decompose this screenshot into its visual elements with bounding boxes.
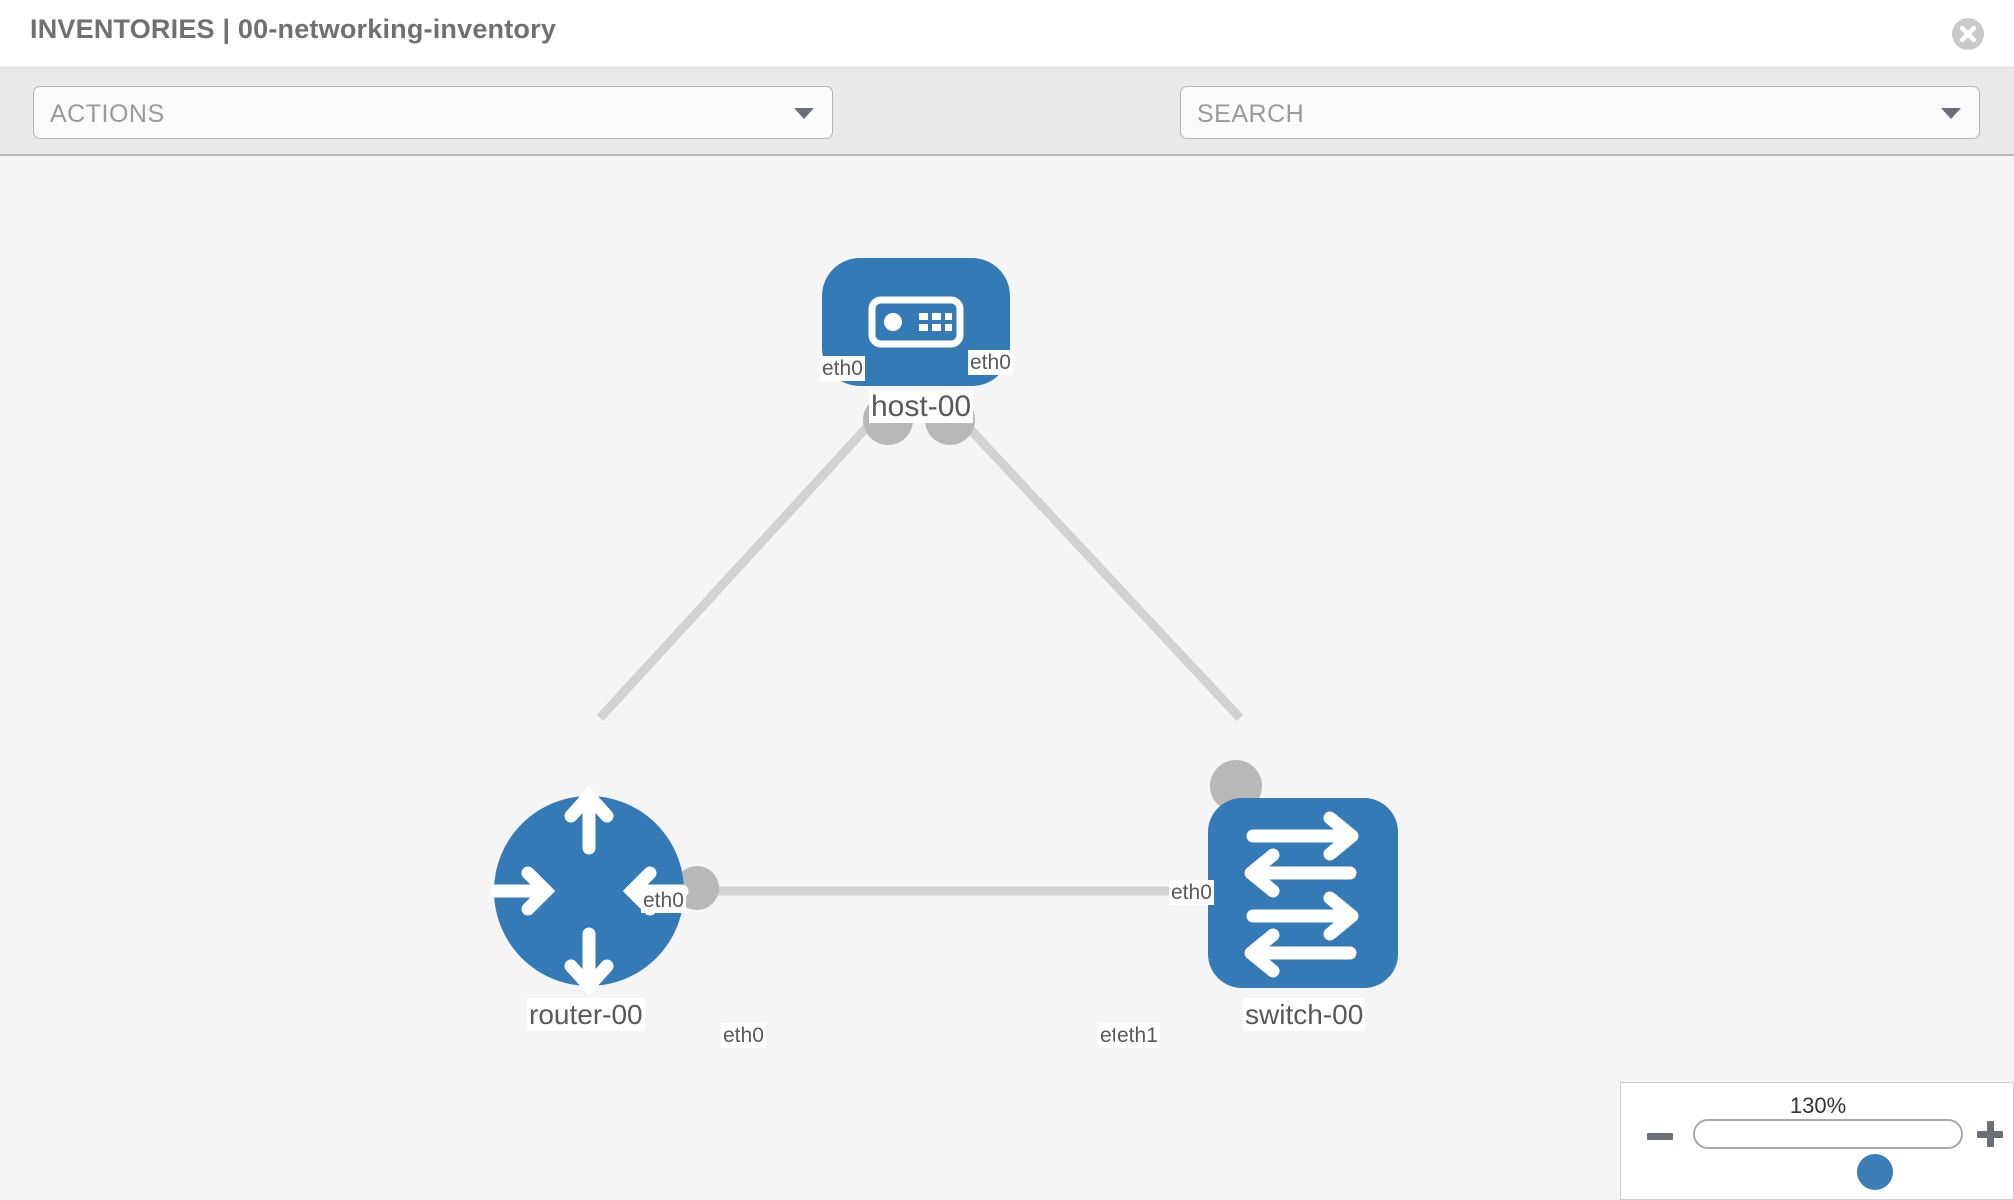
topology-links xyxy=(596,409,1244,896)
edge-label-router-eth0-up: eth0 xyxy=(641,888,686,913)
search-input-label: SEARCH xyxy=(1197,100,1305,128)
chevron-down-icon xyxy=(1941,108,1961,119)
page-header: INVENTORIES | 00-networking-inventory xyxy=(0,0,2014,68)
search-dropdown[interactable]: SEARCH xyxy=(1180,86,1980,139)
node-label-host-00: host-00 xyxy=(869,390,974,423)
edge-label-router-eth0-right: eth0 xyxy=(721,1023,766,1048)
zoom-level-value: 130% xyxy=(1789,1093,1847,1118)
chevron-down-icon xyxy=(794,108,814,119)
edge-label-host-eth0-left: eth0 xyxy=(820,356,865,381)
toolbar: ACTIONS SEARCH xyxy=(0,68,2014,197)
node-label-router-00: router-00 xyxy=(527,998,645,1031)
edge-label-host-eth0-right: eth0 xyxy=(968,350,1013,375)
topology-graph xyxy=(489,258,1398,996)
actions-dropdown[interactable]: ACTIONS xyxy=(33,86,833,139)
edge-label-switch-eth1: eth1 xyxy=(1115,1023,1160,1048)
plus-icon[interactable] xyxy=(1977,1121,2003,1147)
node-router-00[interactable] xyxy=(489,786,689,996)
zoom-slider-handle[interactable] xyxy=(1857,1154,1893,1190)
zoom-control-panel: 130% xyxy=(1620,1082,2014,1200)
port-router-eth0-right[interactable] xyxy=(675,866,719,910)
node-switch-00[interactable] xyxy=(1208,798,1398,988)
actions-dropdown-label: ACTIONS xyxy=(50,100,165,128)
page-title: INVENTORIES | 00-networking-inventory xyxy=(30,14,557,44)
node-label-switch-00: switch-00 xyxy=(1243,998,1366,1031)
close-icon[interactable] xyxy=(1950,16,1986,52)
edge-label-switch-eth0-up: eth0 xyxy=(1169,880,1214,905)
minus-icon[interactable] xyxy=(1647,1133,1673,1140)
node-host-00[interactable] xyxy=(822,258,1010,386)
link-host-router[interactable] xyxy=(596,409,884,722)
link-host-switch[interactable] xyxy=(951,409,1244,722)
topology-canvas[interactable]: eth0 eth0 eth0 eth0 eth0 eth eth1 host-0… xyxy=(0,158,2014,1200)
zoom-slider-track[interactable] xyxy=(1693,1119,1963,1190)
